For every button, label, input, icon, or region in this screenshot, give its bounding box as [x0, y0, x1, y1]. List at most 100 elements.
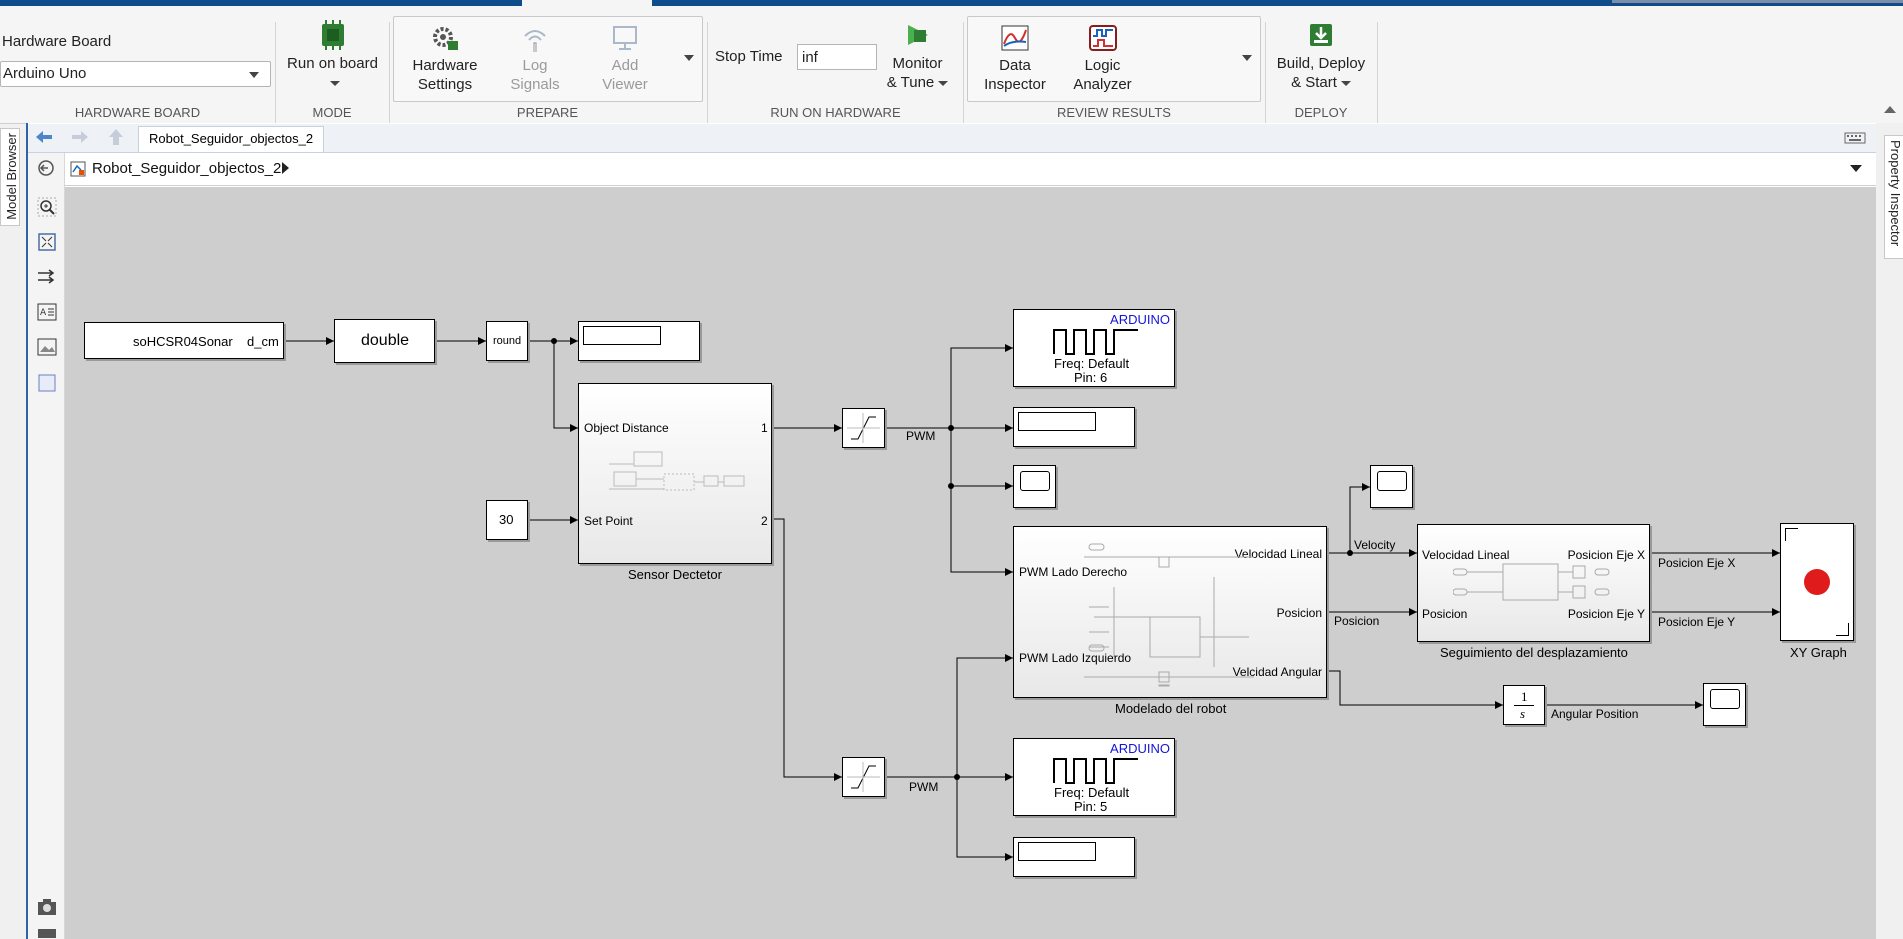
double-block-label: double — [361, 332, 410, 349]
hide-show-browser-icon[interactable] — [37, 159, 55, 177]
route-lines-icon[interactable] — [37, 268, 57, 286]
area-icon[interactable] — [37, 373, 57, 393]
forward-arrow-icon[interactable] — [70, 129, 90, 145]
arduino-title-bottom: ARDUINO — [1110, 741, 1170, 756]
review-gallery-chevron-icon[interactable] — [1242, 55, 1252, 61]
scope-velocity-block[interactable] — [1370, 465, 1413, 508]
hardware-settings-label-2: Settings — [417, 76, 473, 93]
chevron-down-icon — [329, 80, 340, 86]
arduino-title-top: ARDUINO — [1110, 312, 1170, 327]
build-deploy-start-button[interactable]: Build, Deploy& Start — [1270, 20, 1372, 92]
build-deploy-label-1: Build, Deploy — [1276, 55, 1366, 72]
record-dot-icon — [1804, 569, 1830, 595]
constant-value: 30 — [499, 512, 514, 527]
model-browser-tab[interactable]: Model Browser — [0, 128, 20, 226]
breadcrumb[interactable]: Robot_Seguidor_objectos_2 — [92, 160, 282, 177]
display-pwm-top-block[interactable] — [1013, 407, 1135, 447]
posicion-signal-label: Posicion — [1334, 614, 1380, 628]
board-chip-icon — [321, 20, 344, 50]
xy-graph-block[interactable] — [1780, 523, 1854, 641]
scope-angular-block[interactable] — [1703, 683, 1746, 726]
display-distance-block[interactable] — [578, 321, 700, 361]
collapse-ribbon-icon[interactable] — [1884, 106, 1896, 113]
robot-port-out2: Posicion — [1276, 606, 1322, 620]
back-arrow-icon[interactable] — [34, 129, 54, 145]
model-icon — [70, 161, 86, 177]
monitor-tune-label-2: & Tune — [886, 74, 935, 91]
arduino-pwm-pin6-block[interactable]: ARDUINO Freq: Default Pin: 6 — [1013, 309, 1175, 387]
svg-text:A: A — [40, 308, 47, 318]
velocity-signal-label: Velocity — [1354, 538, 1396, 552]
angular-position-label: Angular Position — [1551, 707, 1639, 721]
run-on-board-button[interactable]: Run on board — [280, 20, 385, 92]
log-signals-label-2: Signals — [510, 76, 560, 93]
keyboard-icon[interactable] — [1844, 132, 1866, 144]
hardware-board-label: Hardware Board — [2, 33, 112, 50]
line-round-to-sensor — [553, 341, 578, 432]
tab-robot-seguidor[interactable]: Robot_Seguidor_objectos_2 — [138, 126, 325, 152]
property-inspector-label: Property Inspector — [1888, 140, 1903, 247]
robot-model-subsystem[interactable]: PWM Lado Derecho PWM Lado Izquierdo Velo… — [1013, 526, 1327, 698]
hardware-board-select[interactable]: Arduino Uno — [0, 61, 271, 87]
round-block[interactable]: round — [486, 321, 528, 361]
up-arrow-icon[interactable] — [108, 128, 124, 146]
sensor-port-out2: 2 — [761, 514, 768, 528]
stop-time-input[interactable]: inf — [797, 44, 877, 70]
line-pwm-top-to-scope — [950, 428, 1013, 490]
sensor-detector-subsystem[interactable]: Object Distance Set Point 1 2 — [578, 383, 772, 564]
sonar-block-name: soHCSR04Sonar — [133, 334, 233, 349]
eje-y-signal-label: Posicion Eje Y — [1658, 615, 1736, 629]
line-pwm-top-to-robot — [950, 486, 1013, 576]
monitor-tune-button[interactable]: Monitor & Tune — [880, 20, 955, 92]
tracking-subsystem-name: Seguimiento del desplazamiento — [1440, 645, 1628, 660]
scope-pwm-block[interactable] — [1013, 465, 1056, 508]
model-address-bar: Robot_Seguidor_objectos_2 — [62, 153, 1876, 186]
sensor-port-in2: Set Point — [584, 514, 633, 528]
monitor-tune-label-1: Monitor — [892, 55, 943, 72]
ribbon-toolstrip: Hardware Board Arduino Uno HARDWARE BOAR… — [0, 6, 1903, 128]
integrator-block[interactable]: 1 s — [1503, 685, 1545, 725]
breadcrumb-chevron-icon[interactable] — [282, 162, 289, 174]
double-convert-block[interactable]: double — [334, 319, 435, 363]
constant-block[interactable]: 30 — [486, 500, 528, 540]
display-pwm-bottom-block[interactable] — [1013, 837, 1135, 877]
saturation-block-top[interactable] — [842, 408, 885, 448]
fit-to-view-icon[interactable] — [37, 232, 57, 252]
arduino-pin-top: Pin: 6 — [1074, 370, 1108, 385]
prepare-gallery-chevron-icon[interactable] — [684, 55, 694, 61]
chevron-down-icon — [938, 80, 949, 86]
annotation-icon[interactable]: A — [37, 303, 57, 321]
arduino-pwm-pin5-block[interactable]: ARDUINO Freq: Default Pin: 5 — [1013, 738, 1175, 816]
pwm-label-top: PWM — [906, 429, 936, 443]
zoom-in-icon[interactable] — [37, 197, 57, 217]
view-options-icon[interactable] — [37, 928, 57, 938]
scope-icon — [1710, 689, 1740, 709]
chevron-down-icon[interactable] — [1850, 165, 1862, 172]
pwm-waveform-icon — [1053, 329, 1138, 355]
gear-icon — [433, 27, 458, 50]
round-block-label: round — [493, 335, 522, 347]
line-pwm-top-to-arduino6 — [950, 344, 1013, 428]
subsystem-preview-icon — [1453, 563, 1610, 601]
camera-icon[interactable] — [37, 898, 57, 916]
tracking-subsystem[interactable]: Velocidad Lineal Posicion Posicion Eje X… — [1417, 524, 1650, 642]
robot-model-name: Modelado del robot — [1115, 701, 1227, 716]
sonar-block[interactable]: soHCSR04Sonar d_cm — [84, 322, 284, 359]
property-inspector-tab[interactable]: Property Inspector — [1884, 135, 1903, 259]
section-prepare: PREPARE — [516, 105, 579, 120]
section-hardware-board: HARDWARE BOARD — [74, 105, 201, 120]
saturation-block-bottom[interactable] — [842, 757, 885, 797]
xy-corner-tl — [1785, 528, 1798, 541]
integrator-denominator: s — [1520, 706, 1526, 721]
image-icon[interactable] — [37, 338, 57, 356]
scope-icon — [1377, 471, 1407, 491]
eje-x-signal-label: Posicion Eje X — [1658, 556, 1736, 570]
logic-analyzer-label-1: Logic — [1084, 57, 1121, 74]
sensor-detector-name: Sensor Dectetor — [628, 567, 722, 582]
chevron-down-icon — [1340, 80, 1351, 86]
